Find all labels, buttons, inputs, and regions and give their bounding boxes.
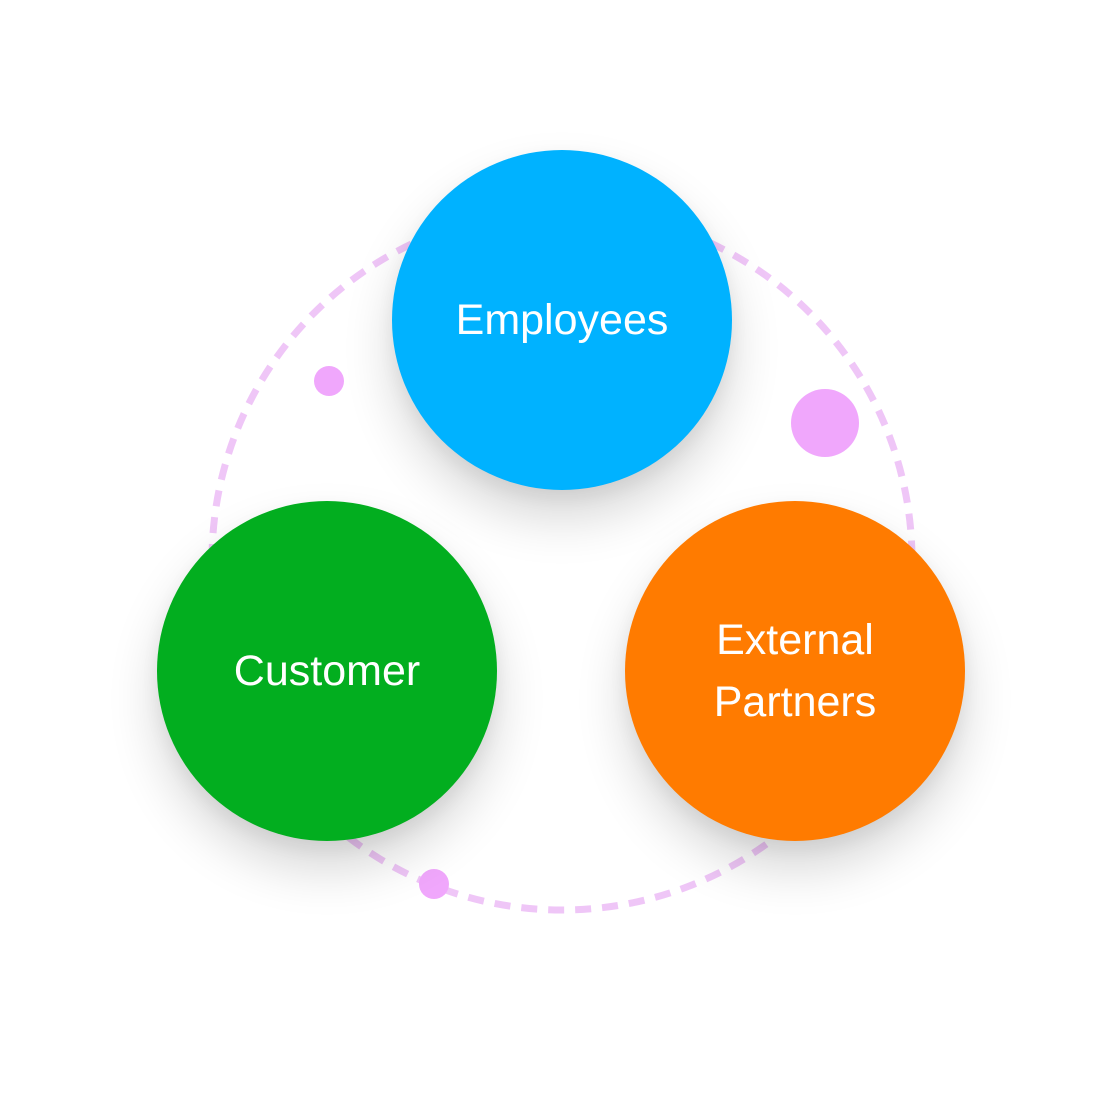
connector-dot-small-bottom (419, 869, 449, 899)
connector-dot-small-left (314, 366, 344, 396)
dashed-cycle-ring (208, 206, 916, 914)
connector-dot-large-right (791, 389, 859, 457)
node-employees: Employees (392, 150, 732, 490)
node-customer: Customer (157, 501, 497, 841)
node-employees-label: Employees (455, 296, 669, 344)
node-customer-label: Customer (233, 647, 421, 695)
node-external-partners: External Partners (625, 501, 965, 841)
node-external-partners-label: External Partners (713, 616, 877, 726)
